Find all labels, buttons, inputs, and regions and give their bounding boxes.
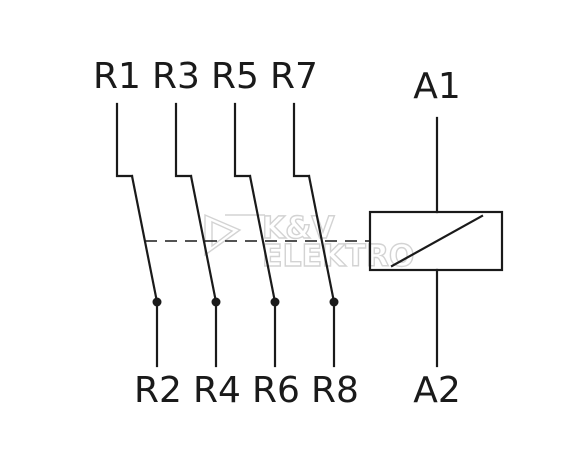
contact-2-blade <box>189 174 218 304</box>
contact-3-pivot <box>270 297 280 307</box>
contact-1-top-label: R1 <box>93 56 141 97</box>
contact-2-top-label: R3 <box>152 56 200 97</box>
contact-2-bottom-label: R4 <box>193 370 241 411</box>
contact-3-bottom-label: R6 <box>252 370 300 411</box>
watermark: K&V ELEKTRO <box>204 210 415 275</box>
coil <box>368 116 504 368</box>
contact-3-top-label: R5 <box>211 56 259 97</box>
contact-1-bottom-label: R2 <box>134 370 182 411</box>
coil-top-label: A1 <box>413 66 461 107</box>
coil-diagonal <box>390 214 484 268</box>
contact-1-pivot <box>152 297 162 307</box>
contact-2-fixed-lead <box>174 102 193 178</box>
contact-2 <box>174 102 221 368</box>
contact-4-top-label: R7 <box>270 56 318 97</box>
contact-4 <box>292 102 339 368</box>
contact-1-blade <box>130 174 159 304</box>
coil-bottom-label: A2 <box>413 370 461 411</box>
contact-4-pivot <box>329 297 339 307</box>
contact-3 <box>233 102 280 368</box>
contact-3-blade <box>248 174 277 304</box>
contact-3-fixed-lead <box>233 102 252 178</box>
kv-elektro-logo-icon <box>204 213 265 257</box>
contact-4-blade <box>307 174 336 304</box>
contact-4-fixed-lead <box>292 102 311 178</box>
contact-1 <box>115 102 162 368</box>
watermark-text-bottom: ELEKTRO <box>262 239 414 274</box>
contact-1-fixed-lead <box>115 102 134 178</box>
contact-4-bottom-label: R8 <box>311 370 359 411</box>
contact-2-pivot <box>211 297 221 307</box>
